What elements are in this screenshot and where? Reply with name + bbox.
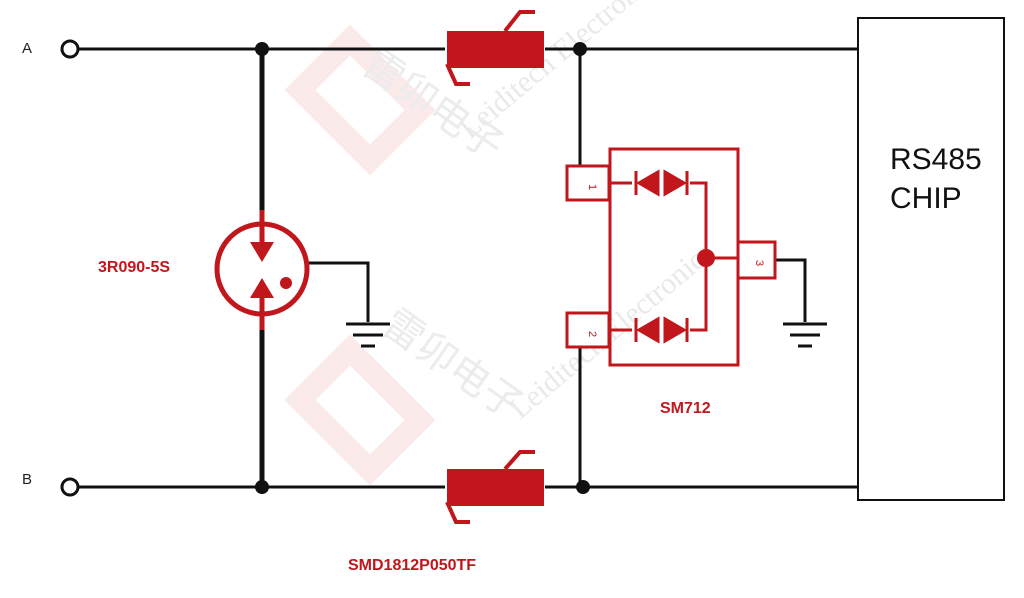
wire-gdt-ground [308, 261, 370, 322]
gdt-arrow-down-icon [250, 242, 274, 262]
junctions [255, 42, 590, 494]
tvs-pin1-pad [565, 164, 611, 202]
ptc-top-body-icon [447, 31, 544, 68]
ground-icon-gdt [346, 322, 390, 348]
terminal-b-label: B [22, 471, 32, 488]
junction-dot-gdt-b [255, 480, 269, 494]
rs485-chip: RS485 CHIP [857, 17, 1005, 501]
watermark: Leiditech Electronic Leiditech Electroni… [284, 0, 711, 486]
terminal-b: B [22, 471, 80, 497]
junction-dot-tvs-a [573, 42, 587, 56]
chip-box [857, 17, 1005, 501]
chip-label-line1: RS485 [890, 143, 982, 176]
terminal-a-icon [60, 39, 80, 59]
tvs-pin2-pad [565, 311, 611, 349]
junction-dot-gdt-a [255, 42, 269, 56]
ground-icon-tvs [783, 322, 827, 348]
ptc-label: SMD1812P050TF [348, 557, 476, 574]
tvs-center-junction [697, 249, 715, 267]
ptc-fuse-top [445, 10, 544, 86]
wire-tvs-ground [775, 258, 807, 322]
tvs-array: 1 2 3 SM712 [565, 147, 777, 417]
ptc-bottom-body-icon [447, 469, 544, 506]
gas-discharge-tube: 3R090-5S [98, 210, 310, 330]
terminal-b-icon [60, 477, 80, 497]
gdt-label: 3R090-5S [98, 259, 170, 276]
tvs-pin3-label: 3 [753, 260, 765, 266]
tvs-label: SM712 [660, 400, 711, 417]
watermark-logo [284, 24, 436, 486]
terminal-a-label: A [22, 40, 32, 57]
junction-dot-tvs-b [576, 480, 590, 494]
terminal-a: A [22, 39, 80, 59]
tvs-diode-pair-bottom-icon [634, 316, 689, 344]
gdt-arrow-up-icon [250, 278, 274, 298]
ptc-fuse-bottom: SMD1812P050TF [348, 450, 544, 574]
tvs-pin3-pad [736, 240, 777, 280]
tvs-pin2-label: 2 [586, 331, 598, 337]
gdt-dot-icon [280, 277, 292, 289]
chip-label-line2: CHIP [890, 182, 962, 215]
tvs-diode-pair-top-icon [634, 169, 689, 197]
tvs-pin1-label: 1 [586, 184, 598, 190]
